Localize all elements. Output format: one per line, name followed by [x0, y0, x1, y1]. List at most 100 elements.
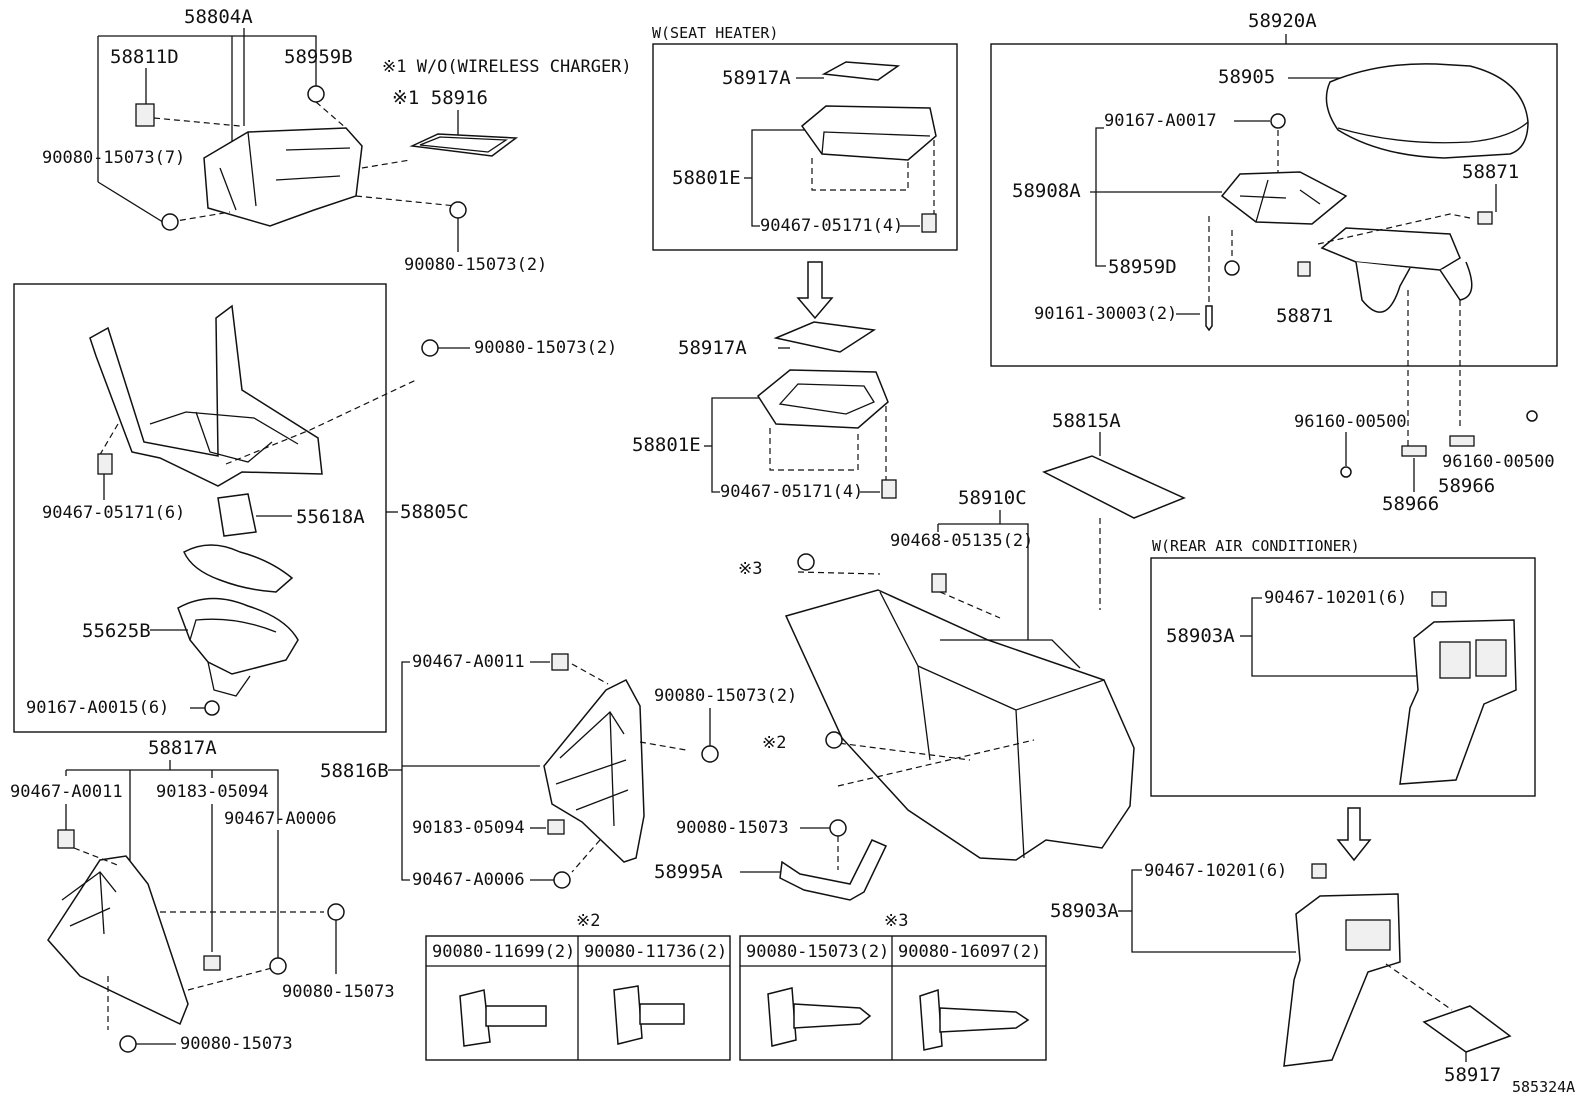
box-58805C [13, 283, 387, 733]
mat-cupholder [183, 544, 294, 593]
clip-90183-05094-b [547, 819, 565, 835]
label-90183-05094-a[interactable]: 90183-05094 [156, 782, 269, 802]
label-58801E-b[interactable]: 58801E [632, 434, 701, 456]
label-90467-10201-6b[interactable]: 90467-10201(6) [1144, 861, 1287, 881]
clip-96160-a [1340, 466, 1352, 478]
clip-90183-05094-a [203, 955, 221, 971]
label-58917[interactable]: 58917 [1444, 1064, 1501, 1086]
label-58801E-a[interactable]: 58801E [672, 167, 741, 189]
label-58805C[interactable]: 58805C [400, 501, 469, 523]
label-rear-air-conditioner: W(REAR AIR CONDITIONER) [1152, 537, 1360, 555]
pad-58917A-b [773, 321, 877, 353]
label-58908A[interactable]: 58908A [1012, 180, 1081, 202]
label-90467-A0011-a[interactable]: 90467-A0011 [10, 782, 123, 802]
label-90080-15073-7[interactable]: 90080-15073(7) [42, 148, 185, 168]
box-seat-heater [652, 43, 958, 251]
group-seat-heater: W(SEAT HEATER) 58917A 58801E 90467-05171… [652, 24, 958, 251]
label-58871-b[interactable]: 58871 [1276, 305, 1333, 327]
label-90167-A0017[interactable]: 90167-A0017 [1104, 111, 1217, 131]
screw-90080-15073-2c [701, 745, 719, 763]
label-90467-A0006-a[interactable]: 90467-A0006 [224, 809, 337, 829]
mat-58917 [1422, 1005, 1512, 1053]
screw-90080-15073-head [767, 987, 797, 1047]
clip-90468-05135 [931, 573, 947, 593]
label-58871-a[interactable]: 58871 [1462, 161, 1519, 183]
group-58816B: 90467-A0011 58816B 90080-15073(2) 90183-… [320, 652, 797, 890]
label-90080-15073-l2[interactable]: 90080-15073 [180, 1034, 293, 1054]
label-58995A[interactable]: 58995A [654, 861, 723, 883]
screw-90161-30003 [1205, 305, 1213, 332]
label-58910C[interactable]: 58910C [958, 487, 1027, 509]
label-90080-15073-2a[interactable]: 90080-15073(2) [404, 255, 547, 275]
pad-58917A-a [821, 61, 901, 81]
group-58817A: 58817A 90467-A0011 90183-05094 90467-A00… [10, 737, 395, 1054]
label-90467-A0011-b[interactable]: 90467-A0011 [412, 652, 525, 672]
label-90467-05171-4b[interactable]: 90467-05171(4) [720, 482, 863, 502]
box-rear-ac [1150, 557, 1536, 797]
screw-90080-15073-s [829, 819, 847, 837]
label-58903A-a[interactable]: 58903A [1166, 625, 1235, 647]
label-55625B[interactable]: 55625B [82, 620, 151, 642]
label-90467-10201-6a[interactable]: 90467-10201(6) [1264, 588, 1407, 608]
label-90080-15073-2d[interactable]: 90080-15073(2) [746, 942, 889, 962]
nut-58959D [1224, 260, 1240, 276]
label-58903A-b[interactable]: 58903A [1050, 900, 1119, 922]
group-58801E-b: 58917A 58801E 90467-05171(4) [632, 321, 897, 502]
label-90080-15073-2c[interactable]: 90080-15073(2) [654, 686, 797, 706]
group-58995A: 90080-15073 58995A [654, 818, 888, 901]
box-58920A [990, 43, 1558, 367]
label-90467-05171-4a[interactable]: 90467-05171(4) [760, 216, 903, 236]
group-note3-table: ※3 90080-15073(2) 90080-16097(2) [739, 911, 1047, 1061]
group-58903A-b: 90467-10201(6) 58903A 58917 [1050, 861, 1512, 1086]
arrow-down-icon [796, 261, 834, 320]
label-58920A[interactable]: 58920A [1248, 10, 1317, 32]
clip-90467-05171-4a [921, 213, 937, 233]
label-90468-05135[interactable]: 90468-05135(2) [890, 531, 1033, 551]
label-58966-b[interactable]: 58966 [1438, 475, 1495, 497]
table-note3 [739, 935, 1047, 1061]
mat-58815A [1042, 455, 1186, 519]
label-seat-heater: W(SEAT HEATER) [652, 24, 778, 42]
pin-58966-a [1401, 445, 1427, 457]
label-55618A[interactable]: 55618A [296, 506, 365, 528]
label-58816B[interactable]: 58816B [320, 760, 389, 782]
label-58959D[interactable]: 58959D [1108, 256, 1177, 278]
label-90183-05094-b[interactable]: 90183-05094 [412, 818, 525, 838]
opening-58903A-b [1345, 919, 1391, 951]
label-90080-15073-s[interactable]: 90080-15073 [676, 818, 789, 838]
label-58905[interactable]: 58905 [1218, 66, 1275, 88]
label-90467-05171-6[interactable]: 90467-05171(6) [42, 503, 185, 523]
group-note2-table: ※2 90080-11699(2) 90080-11736(2) [425, 911, 731, 1061]
label-90080-11699[interactable]: 90080-11699(2) [432, 942, 575, 962]
label-90080-15073-l1[interactable]: 90080-15073 [282, 982, 395, 1002]
clip-90467-05171-4b [881, 479, 897, 499]
label-90080-15073-2b[interactable]: 90080-15073(2) [474, 338, 617, 358]
cupholder-55625B [177, 597, 299, 675]
label-90167-A0015-6[interactable]: 90167-A0015(6) [26, 698, 169, 718]
screw-90080-15073-b [119, 1035, 137, 1053]
label-96160-00500-a[interactable]: 96160-00500 [1294, 412, 1407, 432]
label-58966-a[interactable]: 58966 [1382, 493, 1439, 515]
label-58811D[interactable]: 58811D [110, 46, 179, 68]
group-58804A: 58804A 58811D 58959B 90080-15073(7) ※1 W… [42, 6, 632, 275]
vent-left [1439, 641, 1471, 679]
screw-90167-A0017 [1270, 113, 1286, 129]
bolt-90080-11736-shaft [639, 1003, 685, 1025]
label-96160-00500-b[interactable]: 96160-00500 [1442, 452, 1555, 472]
bracket-58995A [779, 839, 888, 901]
label-58815A[interactable]: 58815A [1052, 410, 1121, 432]
label-90467-A0006-b[interactable]: 90467-A0006 [412, 870, 525, 890]
label-58917A-a[interactable]: 58917A [722, 67, 791, 89]
screw-90167-A0015 [204, 700, 220, 716]
armrest-58905 [1325, 63, 1529, 159]
label-90080-16097[interactable]: 90080-16097(2) [898, 942, 1041, 962]
screw-90080-16097-thread [939, 1007, 1030, 1033]
pad-58916 [409, 133, 519, 157]
label-58917A-b[interactable]: 58917A [678, 337, 747, 359]
label-90080-11736[interactable]: 90080-11736(2) [584, 942, 727, 962]
label-58804A[interactable]: 58804A [184, 6, 253, 28]
label-58817A[interactable]: 58817A [148, 737, 217, 759]
label-58916[interactable]: ※1 58916 [392, 87, 488, 109]
label-58959B[interactable]: 58959B [284, 46, 353, 68]
label-90161-30003[interactable]: 90161-30003(2) [1034, 304, 1177, 324]
